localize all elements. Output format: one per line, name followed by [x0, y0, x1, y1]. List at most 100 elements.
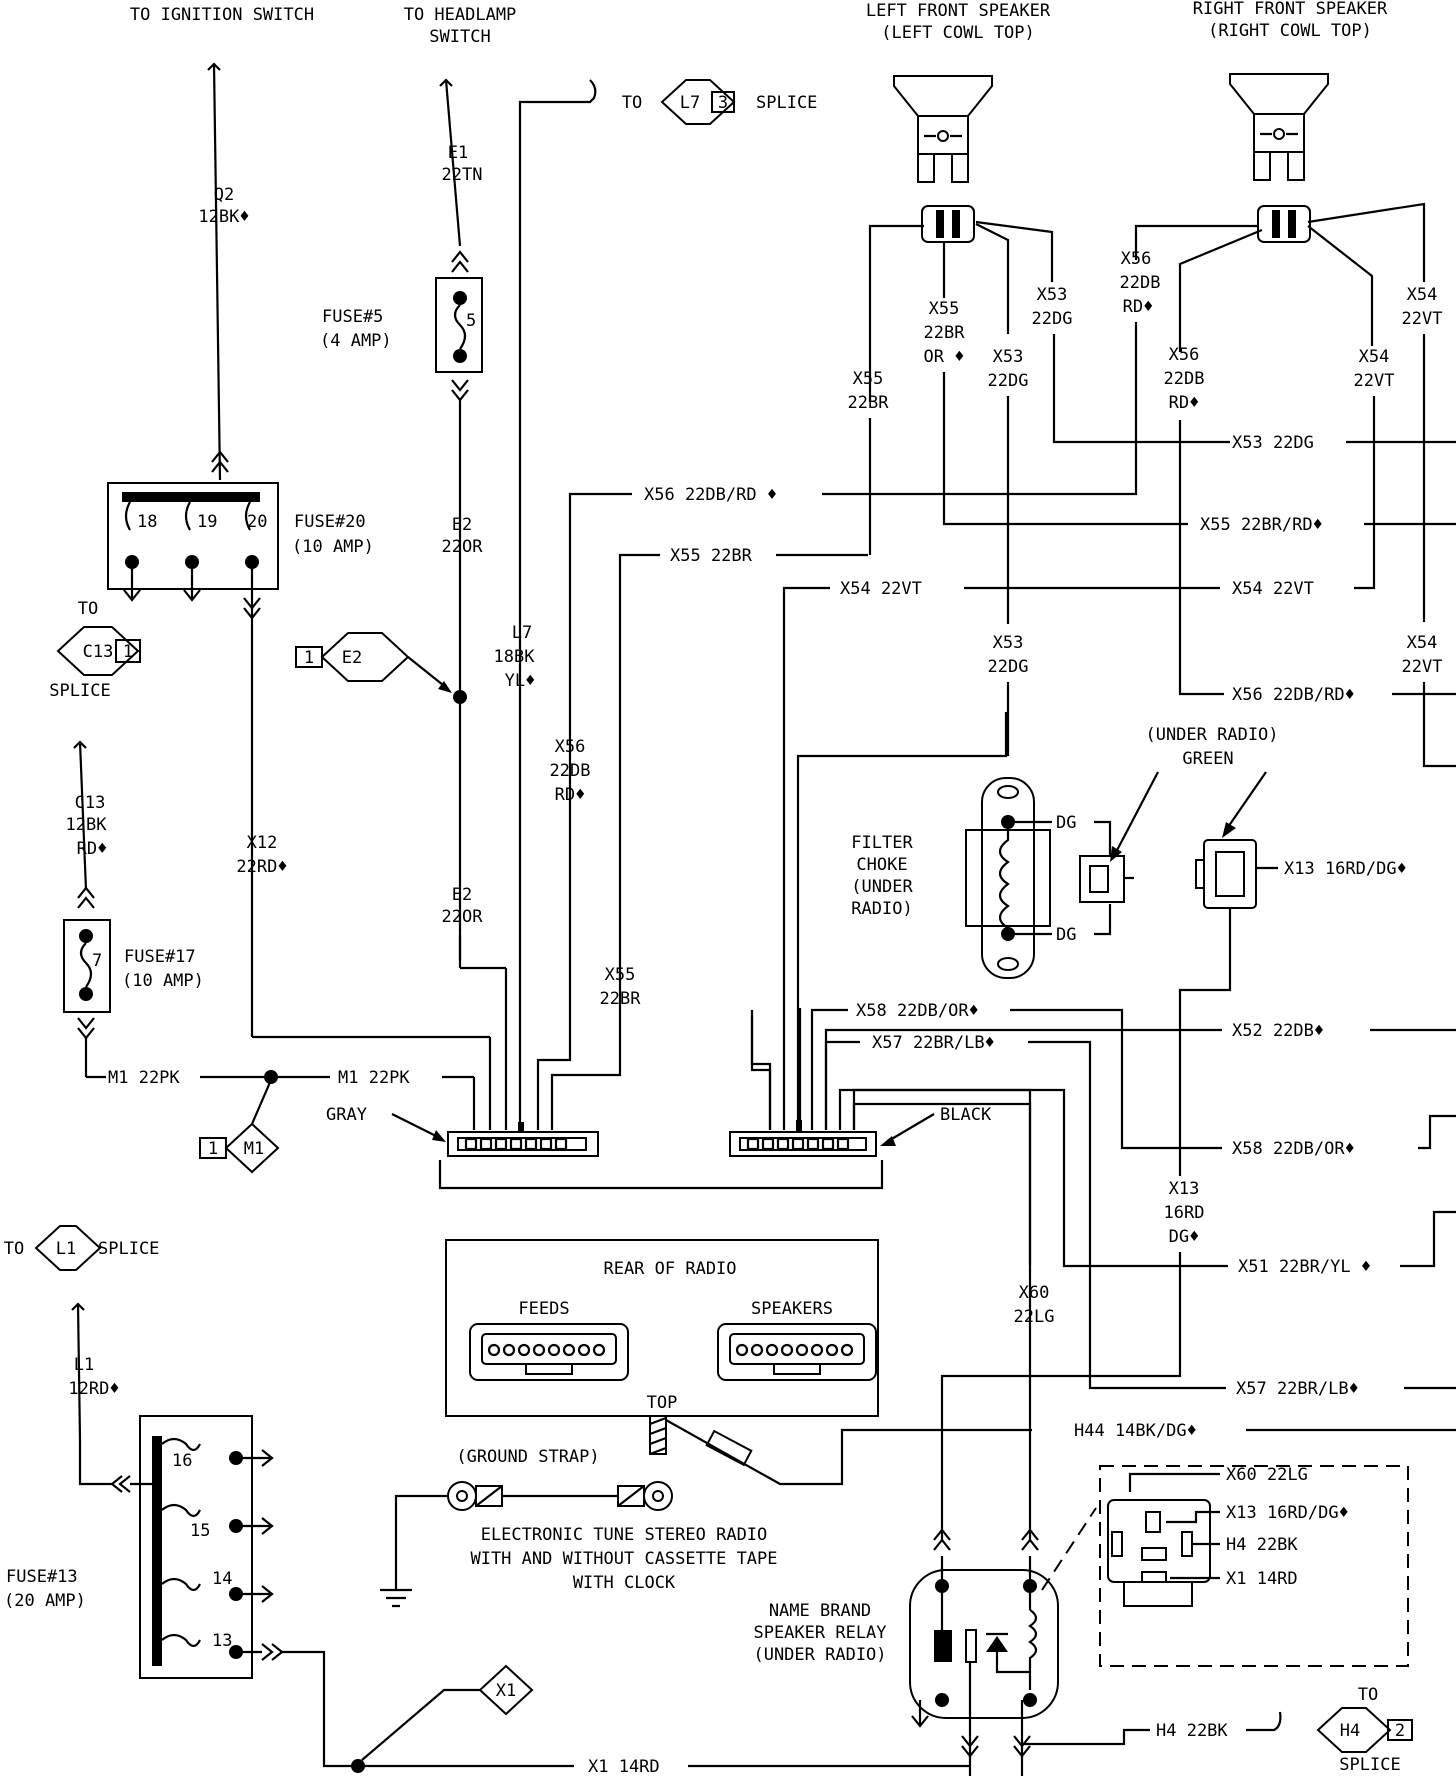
m1-tag: 1 M1 [199, 1079, 280, 1174]
h4-detail-label: H4 22BK [1226, 1535, 1298, 1555]
rf-speaker-cone [1229, 73, 1329, 115]
l1-wire-spec: 12RD♦ [68, 1379, 119, 1399]
c13-wire-id: C13 [75, 793, 106, 813]
fuse-17-rating: (10 AMP) [122, 971, 204, 991]
fuse-20-block: 18 19 20 FUSE#20 (10 AMP) [107, 482, 374, 620]
x55-lf-wire-spec: 22BR [848, 393, 890, 413]
to-ignition-label: TO IGNITION SWITCH [130, 5, 314, 25]
fuse-5-label: FUSE#5 [322, 307, 383, 327]
fuse-5-rating: (4 AMP) [320, 331, 392, 351]
x13-wire-id: X13 [1169, 1179, 1200, 1199]
x12-wire-spec: 22RD♦ [236, 857, 287, 877]
c13-to-label: TO [78, 599, 98, 619]
headlamp-feed: TO HEADLAMP SWITCH E1 22TN 5 FUSE#5 (4 A… [320, 5, 516, 1130]
l1-splice-tag: TO L1 SPLICE [4, 1225, 159, 1271]
relay-label-2: SPEAKER RELAY [753, 1623, 886, 1643]
relay-detail-box [1099, 1465, 1409, 1667]
x1-detail-label: X1 14RD [1226, 1569, 1298, 1589]
x13-h-label: X13 16RD/DG♦ [1284, 859, 1407, 879]
under-radio-label: (UNDER RADIO) [1145, 725, 1278, 745]
x13-connector [1203, 839, 1257, 909]
h4-splice-word: SPLICE [1339, 1755, 1400, 1775]
c13-splice-num: 1 [123, 642, 133, 662]
x55-lf-wire-id: X55 [853, 369, 884, 389]
rf-speaker-title: RIGHT FRONT SPEAKER [1193, 0, 1388, 19]
x54-rf-wire-spec: 22VT [1354, 371, 1395, 391]
l7-wire-spec1: 18BK [494, 647, 536, 667]
fuse-13-n16: 16 [172, 1451, 192, 1471]
gray-label: GRAY [326, 1105, 367, 1125]
green-connector [1079, 855, 1125, 903]
x54-far-wire-id: X54 [1407, 285, 1438, 305]
lf-speaker-title: LEFT FRONT SPEAKER [866, 1, 1051, 21]
m1-tag-id: M1 [244, 1139, 264, 1159]
x56-rf-wire-spec2: RD♦ [1123, 297, 1154, 317]
filter-choke-label-2: CHOKE [856, 855, 907, 875]
x60-wire-id: X60 [1019, 1283, 1050, 1303]
ground-strap-label: (GROUND STRAP) [456, 1447, 599, 1467]
h4-relay-h-label: H4 22BK [1156, 1721, 1228, 1741]
l7-splice-word: SPLICE [756, 93, 817, 113]
l7-splice-id: L7 [680, 93, 700, 113]
l7-splice-num: 3 [718, 93, 728, 113]
black-connector-body [729, 1131, 877, 1157]
e2-wire-id-top: E2 [452, 515, 472, 535]
x58-h-label-right: X58 22DB/OR♦ [1232, 1139, 1355, 1159]
x54-far2-wire-id: X54 [1407, 633, 1438, 653]
radio-title: ELECTRONIC TUNE STEREO RADIO WITH AND WI… [470, 1525, 777, 1593]
x55-wire-id: X55 [605, 965, 636, 985]
h4-to-label: TO [1358, 1685, 1378, 1705]
fuse-5-num: 5 [466, 311, 476, 331]
x12-wire: X12 22RD♦ [236, 610, 492, 1130]
fuse-5-box [435, 277, 483, 373]
gray-connector: GRAY [326, 1105, 599, 1157]
e2-tag: 1 E2 [295, 632, 452, 693]
x13-wire-spec1: 16RD [1164, 1203, 1205, 1223]
speakers-label: SPEAKERS [751, 1299, 833, 1319]
x56-rf-wire-id: X56 [1121, 249, 1152, 269]
fuse-17-label: FUSE#17 [124, 947, 196, 967]
x13-detail-label: X13 16RD/DG♦ [1226, 1503, 1349, 1523]
e2-wire-spec-bottom: 22OR [442, 907, 484, 927]
x55-wire-spec: 22BR [600, 989, 642, 1009]
radio-title-2: WITH AND WITHOUT CASSETTE TAPE [470, 1549, 777, 1569]
top-label: TOP [647, 1393, 678, 1413]
fuse-13-n15: 15 [190, 1521, 210, 1541]
c13-splice-word: SPLICE [49, 681, 110, 701]
x55-h-label-left: X55 22BR [670, 546, 753, 566]
lf-speaker-location: (LEFT COWL TOP) [881, 23, 1035, 43]
e2-wire-spec-top: 22OR [442, 537, 484, 557]
radio-title-1: ELECTRONIC TUNE STEREO RADIO [481, 1525, 768, 1545]
l7-wire-spec2: YL♦ [505, 671, 536, 691]
rf-speaker-location: (RIGHT COWL TOP) [1208, 21, 1372, 41]
rear-of-radio-label: REAR OF RADIO [603, 1259, 736, 1279]
fuse-20-n18: 18 [137, 512, 157, 532]
x12-wire-id: X12 [247, 833, 278, 853]
c13-wire-spec1: 12BK [66, 815, 108, 835]
x54-h-label-left: X54 22VT [840, 579, 922, 599]
x55-brrd-h-label: X55 22BR/RD♦ [1200, 515, 1323, 535]
black-connector: BLACK [729, 1105, 992, 1157]
x54-vt-h-label: X54 22VT [1232, 579, 1314, 599]
relay-label-3: (UNDER RADIO) [753, 1645, 886, 1665]
green-label: GREEN [1182, 749, 1233, 769]
x1-tag-id: X1 [496, 1681, 516, 1701]
filter-choke-label-1: FILTER [851, 833, 913, 853]
m1-wire-right: M1 22PK [338, 1068, 410, 1088]
c13-splice-id: C13 [83, 642, 114, 662]
q2-wire-spec: 12BK♦ [198, 207, 249, 227]
x60-detail-label: X60 22LG [1226, 1465, 1308, 1485]
q2-wire-id: Q2 [214, 185, 234, 205]
x54-far-wire-spec: 22VT [1402, 309, 1443, 329]
gray-side-wires: X56 22DB/RD ♦ X56 22DB RD♦ X55 22BR X55 … [536, 485, 868, 1130]
h44-h-label: H44 14BK/DG♦ [1074, 1421, 1197, 1441]
x60-wire-spec: 22LG [1014, 1307, 1055, 1327]
fuse-13-label: FUSE#13 [6, 1567, 78, 1587]
filter-choke-label-4: RADIO) [851, 899, 912, 919]
right-front-speaker: RIGHT FRONT SPEAKER (RIGHT COWL TOP) X56… [864, 0, 1456, 768]
gray-connector-body [447, 1131, 599, 1157]
filter-choke-body [981, 777, 1035, 979]
under-radio-note: (UNDER RADIO) GREEN X13 16RD/DG♦ X13 16R… [940, 725, 1407, 1540]
